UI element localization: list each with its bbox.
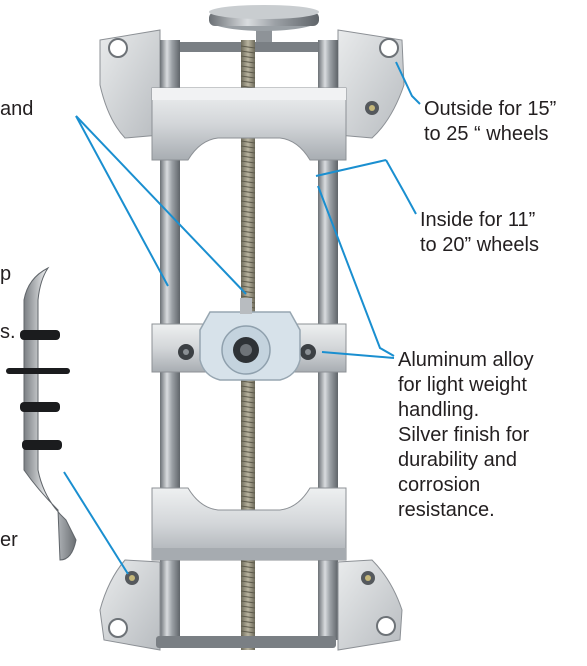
cropped-text-and: and [0, 98, 34, 120]
cropped-text-p: p [0, 263, 12, 285]
top-left-hole [108, 38, 128, 58]
callout-inside-line2: to 20” wheels [420, 234, 539, 256]
callout-inside: Inside for 11” to 20” wheels [420, 208, 539, 258]
leader-lines [63, 61, 421, 575]
upper-crossblock [151, 87, 347, 161]
leader-inside-block [315, 159, 387, 177]
leader-rod-center [75, 115, 247, 295]
leader-alloy-mid [321, 351, 395, 359]
bottom-crossbar [156, 636, 336, 648]
leader-inside [385, 159, 417, 215]
callout-outside-line1: Outside for 15” [424, 98, 557, 120]
lower-crossblock [151, 487, 347, 561]
callout-outside-line2: to 25 “ wheels [424, 123, 549, 145]
leader-outside [395, 61, 421, 105]
top-knob [209, 5, 319, 50]
top-right-hole [379, 38, 399, 58]
leader-alloy-upper [317, 185, 395, 357]
callout-alloy-line: Silver finish for [398, 424, 530, 446]
leader-pin [63, 471, 129, 575]
callout-alloy-line: Aluminum alloy [398, 349, 534, 371]
middle-crossblock [151, 298, 347, 381]
adapter-pin-illustration [6, 266, 77, 561]
callout-alloy-line: handling. [398, 399, 480, 421]
callout-inside-line1: Inside for 11” [420, 209, 536, 231]
leader-rod-left [75, 115, 169, 287]
callout-alloy-line: resistance. [398, 499, 495, 521]
bottom-left-hole [108, 618, 128, 638]
callout-alloy: Aluminum alloy for light weight handling… [398, 348, 534, 523]
callout-outside: Outside for 15” to 25 “ wheels [424, 97, 556, 147]
cropped-text-er: er [0, 529, 18, 551]
callout-alloy-line: corrosion [398, 474, 481, 496]
cropped-text-s: s. [0, 321, 16, 343]
callout-alloy-line: durability and [398, 449, 517, 471]
callout-alloy-line: for light weight [398, 374, 527, 396]
bottom-right-hole [376, 616, 396, 636]
